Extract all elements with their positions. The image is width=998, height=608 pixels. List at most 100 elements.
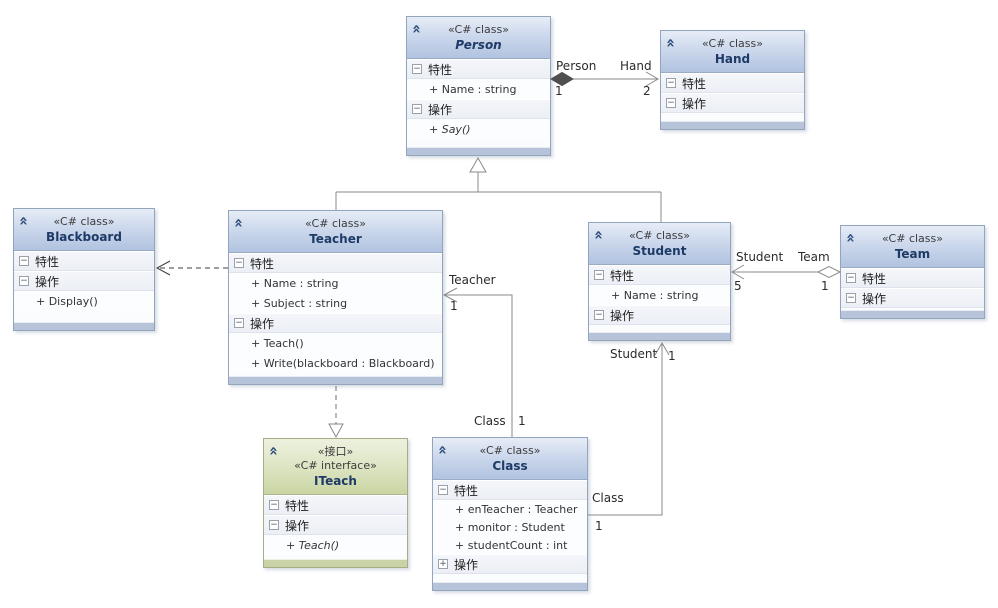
attribute-item[interactable]: + Subject : string (229, 293, 442, 313)
attribute-item[interactable]: + Name : string (407, 79, 550, 99)
class-name: Teacher (309, 232, 362, 246)
class-box-person[interactable]: « «C# class» Person − 特性 + Name : string… (406, 16, 551, 156)
class-box-class[interactable]: « «C# class» Class − 特性 + enTeacher : Te… (432, 437, 588, 591)
expand-plus-icon[interactable]: + (438, 559, 448, 569)
class-header: « «C# class» Class (433, 438, 587, 480)
operations-section-label: 操作 (610, 308, 635, 323)
multiplicity-label: 1 (450, 299, 458, 313)
attributes-section-row[interactable]: − 特性 (841, 268, 984, 288)
collapse-chevron-icon[interactable]: « (264, 446, 283, 456)
association-class-student[interactable] (588, 343, 669, 515)
box-footer-strip (661, 121, 804, 129)
collapse-minus-icon[interactable]: − (234, 258, 244, 268)
collapse-chevron-icon[interactable]: « (407, 24, 426, 34)
attributes-section-row[interactable]: − 特性 (661, 73, 804, 93)
operations-section-label: 操作 (285, 518, 310, 533)
composition-person-hand[interactable] (551, 72, 658, 86)
realization-teacher-iteach[interactable] (329, 386, 343, 437)
attribute-item[interactable]: + monitor : Student (433, 518, 587, 536)
attributes-section-label: 特性 (428, 62, 453, 77)
role-label-hand: Hand (620, 59, 652, 73)
stereotype-label: «C# class» (448, 23, 509, 36)
attributes-section-row[interactable]: − 特性 (589, 265, 730, 285)
multiplicity-label: 1 (821, 279, 829, 293)
multiplicity-label: 1 (595, 519, 603, 533)
class-box-teacher[interactable]: « «C# class» Teacher − 特性 + Name : strin… (228, 210, 443, 385)
collapse-chevron-icon[interactable]: « (841, 233, 860, 243)
operations-section-row[interactable]: − 操作 (264, 515, 407, 535)
collapse-minus-icon[interactable]: − (412, 104, 422, 114)
collapse-minus-icon[interactable]: − (846, 273, 856, 283)
class-box-blackboard[interactable]: « «C# class» Blackboard − 特性 − 操作 + Disp… (13, 208, 155, 331)
operations-section-row[interactable]: + 操作 (433, 554, 587, 574)
attributes-section-label: 特性 (610, 268, 635, 283)
operation-item[interactable]: + Display() (14, 291, 154, 311)
stereotype-label: «C# class» (629, 229, 690, 242)
box-footer-strip (841, 310, 984, 318)
box-footer-strip (229, 376, 442, 384)
collapse-chevron-icon[interactable]: « (14, 216, 33, 226)
operations-section-row[interactable]: − 操作 (407, 99, 550, 119)
role-label-team: Team (798, 250, 830, 264)
collapse-minus-icon[interactable]: − (19, 276, 29, 286)
collapse-minus-icon[interactable]: − (269, 500, 279, 510)
dependency-teacher-blackboard[interactable] (157, 261, 228, 275)
collapse-chevron-icon[interactable]: « (229, 218, 248, 228)
interface-name: ITeach (314, 474, 357, 488)
class-header: « «C# class» Person (407, 17, 550, 59)
class-box-student[interactable]: « «C# class» Student − 特性 + Name : strin… (588, 222, 731, 341)
collapse-minus-icon[interactable]: − (594, 310, 604, 320)
attribute-item[interactable]: + studentCount : int (433, 536, 587, 554)
operations-section-row[interactable]: − 操作 (229, 313, 442, 333)
multiplicity-label: 5 (734, 279, 742, 293)
interface-box-iteach[interactable]: « «接口» «C# interface» ITeach − 特性 − 操作 +… (263, 438, 408, 568)
collapse-chevron-icon[interactable]: « (589, 230, 608, 240)
operation-item[interactable]: + Say() (407, 119, 550, 139)
multiplicity-label: 2 (643, 84, 651, 98)
attributes-section-row[interactable]: − 特性 (14, 251, 154, 271)
attributes-section-row[interactable]: − 特性 (264, 495, 407, 515)
attributes-section-label: 特性 (682, 76, 707, 91)
aggregation-student-team[interactable] (732, 265, 840, 279)
role-label-student: Student (610, 347, 658, 361)
box-footer-strip (433, 582, 587, 590)
attributes-section-row[interactable]: − 特性 (433, 480, 587, 500)
operations-section-row[interactable]: − 操作 (841, 288, 984, 308)
collapse-minus-icon[interactable]: − (234, 318, 244, 328)
box-footer-strip (14, 322, 154, 330)
collapse-minus-icon[interactable]: − (846, 293, 856, 303)
attributes-section-row[interactable]: − 特性 (229, 253, 442, 273)
class-name: Person (455, 38, 502, 52)
collapse-minus-icon[interactable]: − (666, 98, 676, 108)
operation-item[interactable]: + Teach() (264, 535, 407, 555)
collapse-minus-icon[interactable]: − (269, 520, 279, 530)
attribute-item[interactable]: + Name : string (229, 273, 442, 293)
collapse-minus-icon[interactable]: − (19, 256, 29, 266)
attributes-section-label: 特性 (862, 271, 887, 286)
operations-section-label: 操作 (428, 102, 453, 117)
attributes-section-row[interactable]: − 特性 (407, 59, 550, 79)
collapse-minus-icon[interactable]: − (594, 270, 604, 280)
stereotype-label: «C# class» (702, 37, 763, 50)
operation-item[interactable]: + Write(blackboard : Blackboard) (229, 353, 442, 373)
operations-section-row[interactable]: − 操作 (661, 93, 804, 113)
operations-section-row[interactable]: − 操作 (14, 271, 154, 291)
attribute-item[interactable]: + enTeacher : Teacher (433, 500, 587, 518)
collapse-minus-icon[interactable]: − (666, 78, 676, 88)
collapse-chevron-icon[interactable]: « (433, 445, 452, 455)
class-box-hand[interactable]: « «C# class» Hand − 特性 − 操作 (660, 30, 805, 130)
class-box-team[interactable]: « «C# class» Team − 特性 − 操作 (840, 225, 985, 319)
class-header: « «C# class» Teacher (229, 211, 442, 253)
box-footer-strip (264, 559, 407, 567)
attribute-item[interactable]: + Name : string (589, 285, 730, 305)
class-name: Blackboard (46, 230, 122, 244)
collapse-minus-icon[interactable]: − (438, 485, 448, 495)
operations-section-row[interactable]: − 操作 (589, 305, 730, 325)
operations-section-label: 操作 (454, 557, 479, 572)
collapse-minus-icon[interactable]: − (412, 64, 422, 74)
collapse-chevron-icon[interactable]: « (661, 38, 680, 48)
attributes-section-label: 特性 (35, 254, 60, 269)
class-header: « «C# class» Hand (661, 31, 804, 73)
operation-item[interactable]: + Teach() (229, 333, 442, 353)
